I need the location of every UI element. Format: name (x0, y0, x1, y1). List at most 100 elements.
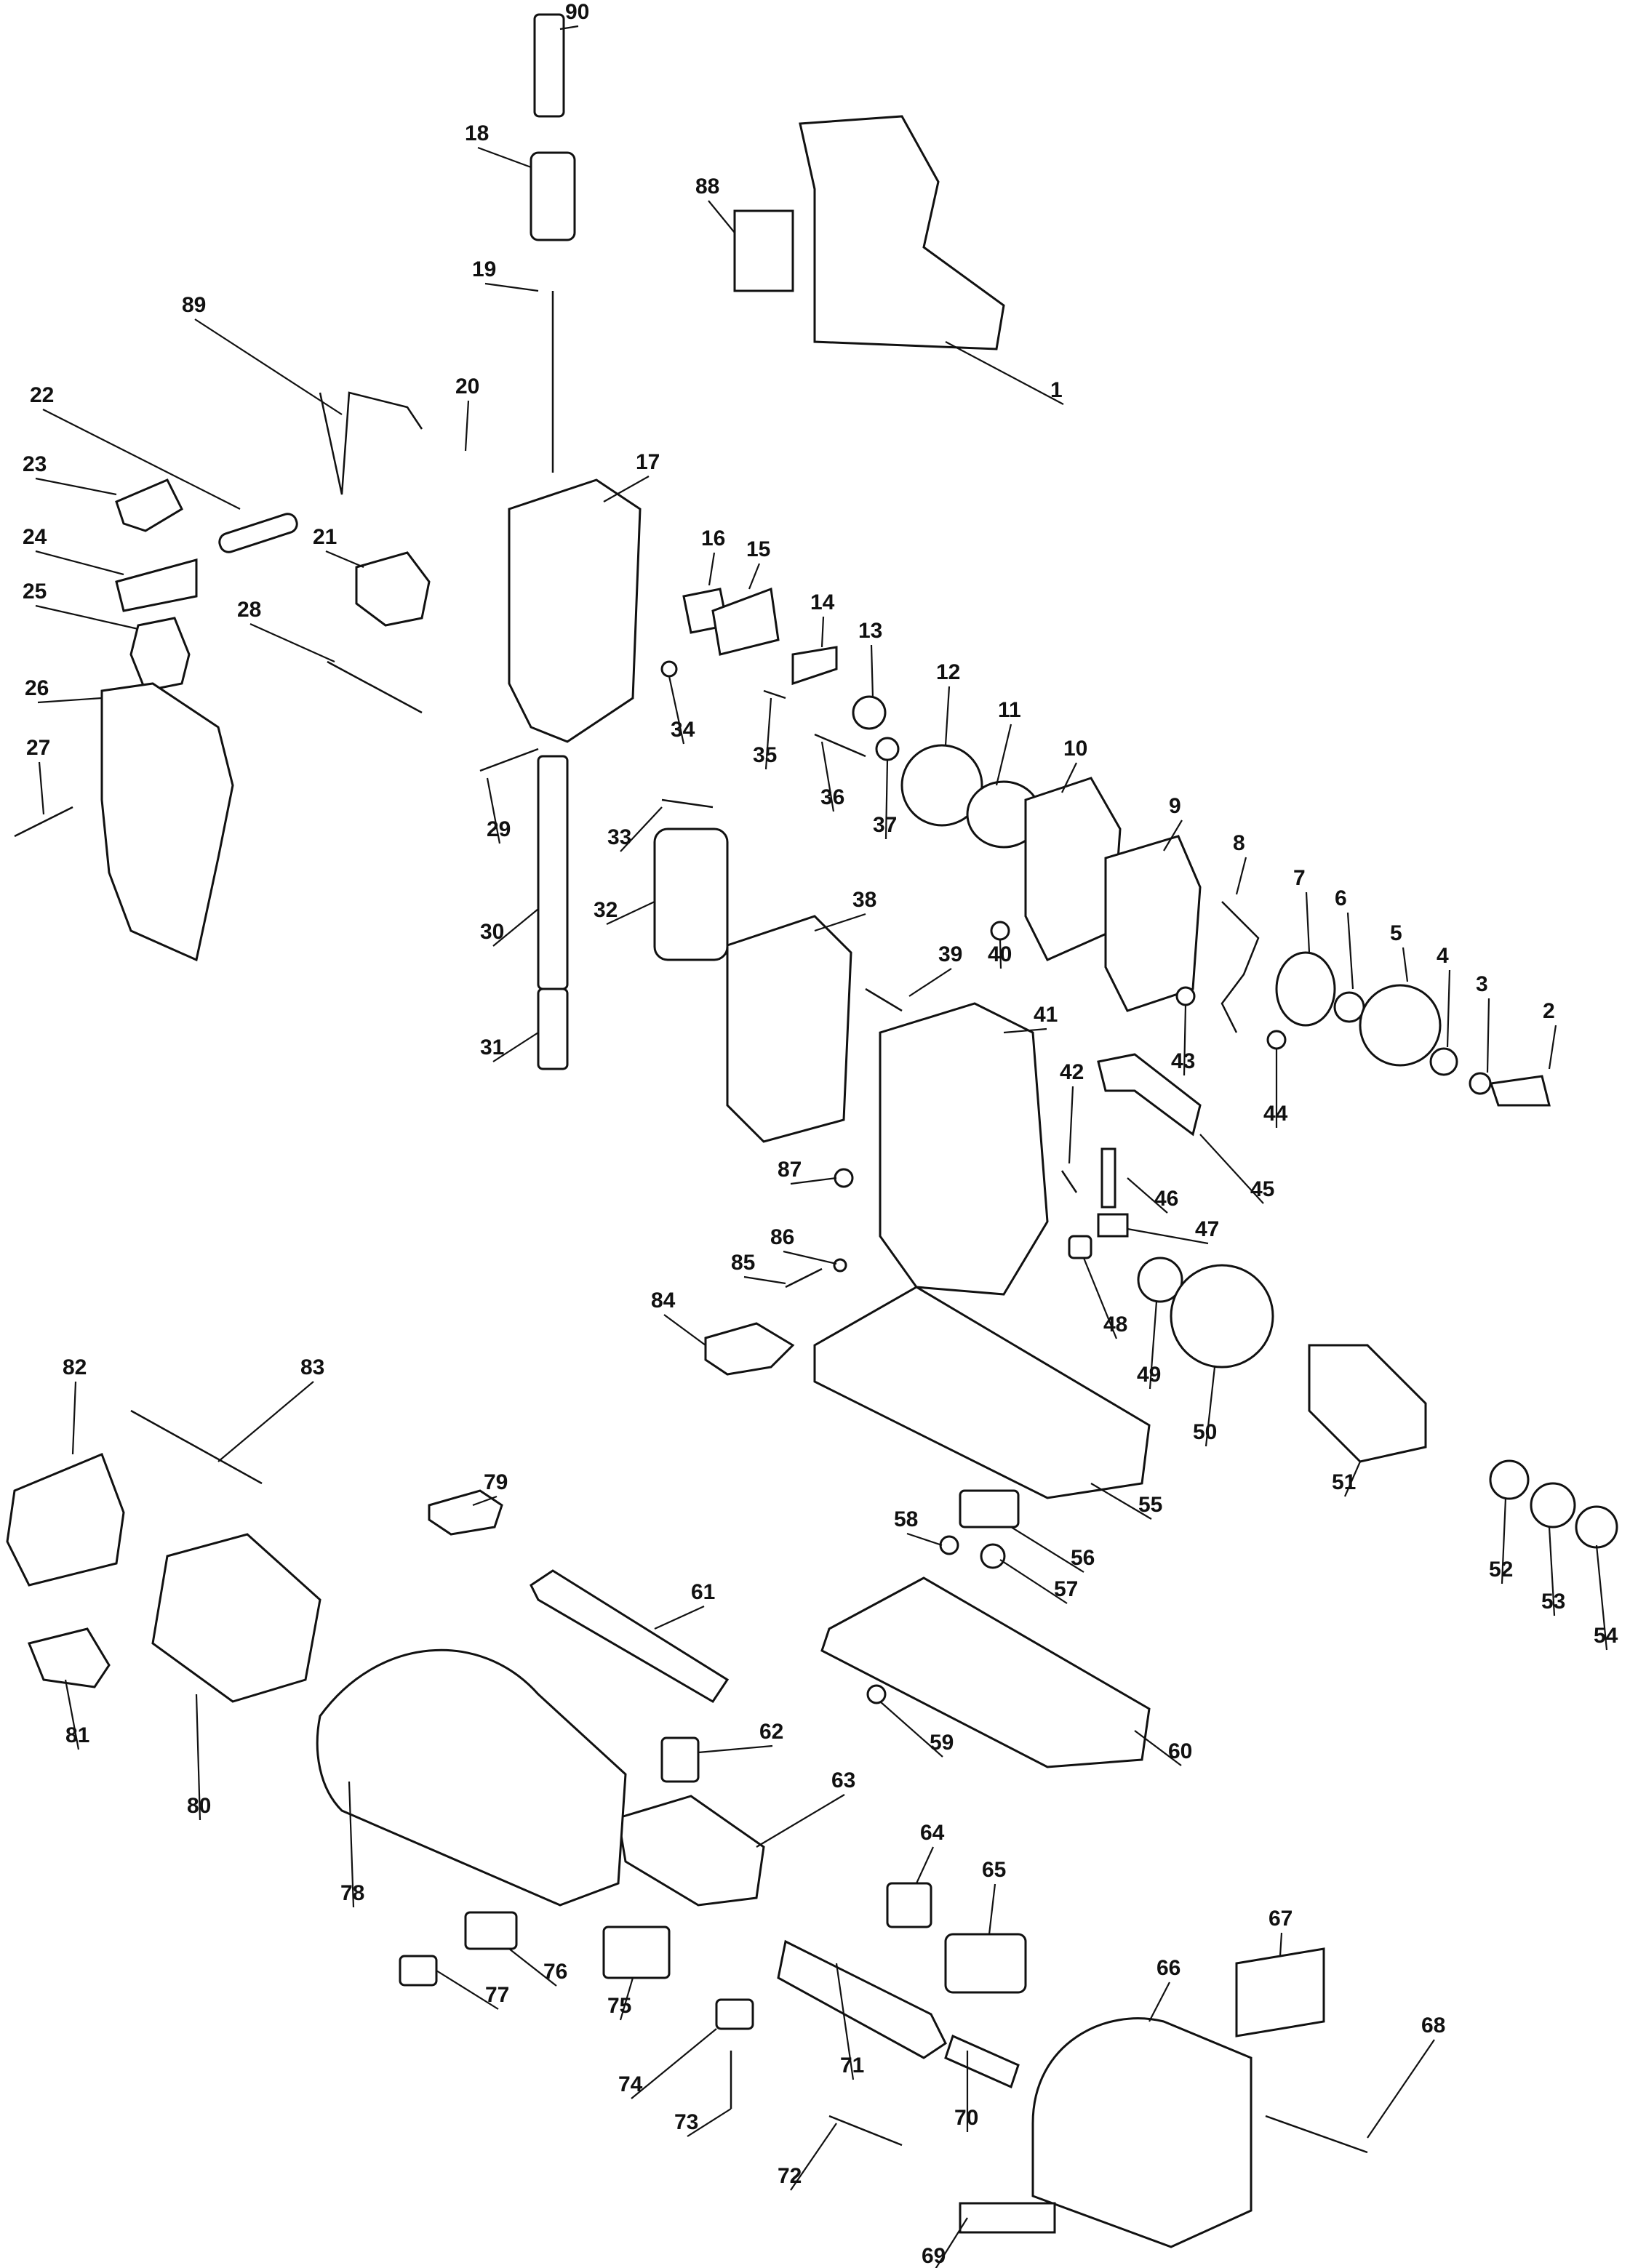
leader-line-77 (436, 1970, 499, 2010)
leader-line-58 (906, 1532, 943, 1547)
callout-44: 44 (1263, 1102, 1288, 1126)
part-58-screw (939, 1535, 959, 1555)
callout-66: 66 (1156, 1956, 1181, 1980)
callout-65: 65 (982, 1858, 1007, 1882)
part-26-handle (100, 682, 234, 962)
part-88-label (733, 209, 794, 292)
part-43-washer (1175, 986, 1196, 1006)
callout-85: 85 (731, 1251, 756, 1275)
part-13-bearing (852, 695, 887, 730)
leader-line-84 (663, 1314, 706, 1346)
part-15-guide-plate (711, 587, 780, 656)
callout-64: 64 (920, 1821, 945, 1845)
part-79-button (428, 1489, 503, 1536)
part-39-screw (865, 987, 903, 1012)
part-83-screw (130, 1409, 263, 1485)
callout-52: 52 (1489, 1558, 1514, 1582)
callout-2: 2 (1543, 999, 1555, 1023)
callout-12: 12 (936, 660, 961, 684)
leader-line-20 (464, 400, 470, 452)
part-9-plate (1104, 835, 1202, 1012)
part-53-bearing (1530, 1482, 1576, 1528)
part-55-base (813, 1286, 1151, 1499)
leader-line-28 (249, 622, 335, 663)
part-60-shoe (820, 1576, 1151, 1768)
callout-71: 71 (840, 2053, 865, 2077)
callout-28: 28 (237, 598, 262, 622)
part-48-pin (1068, 1235, 1092, 1259)
part-3-washer (1469, 1072, 1492, 1095)
part-75-capacitor (602, 1926, 671, 1979)
callout-41: 41 (1034, 1003, 1058, 1027)
callout-15: 15 (746, 537, 771, 561)
leader-line-83 (217, 1381, 314, 1462)
callout-33: 33 (607, 825, 632, 849)
leader-line-76 (508, 1948, 557, 1987)
part-2-bolt (1490, 1075, 1551, 1107)
callout-89: 89 (182, 293, 207, 317)
callout-24: 24 (23, 525, 47, 549)
leader-line-4 (1446, 969, 1451, 1048)
callout-54: 54 (1594, 1624, 1618, 1648)
callout-10: 10 (1063, 737, 1088, 761)
callout-35: 35 (753, 743, 778, 767)
part-77-cap (399, 1955, 438, 1987)
callout-5: 5 (1390, 921, 1402, 945)
part-35-screw (763, 689, 786, 700)
part-42-screw (1060, 1170, 1078, 1193)
leader-line-18 (477, 146, 532, 169)
callout-78: 78 (340, 1881, 365, 1905)
leader-line-48 (1082, 1257, 1118, 1339)
callout-70: 70 (954, 2106, 979, 2130)
part-12-gear (900, 744, 983, 827)
part-36-screw (814, 733, 866, 758)
leader-line-17 (603, 476, 650, 502)
callout-23: 23 (23, 452, 47, 476)
callout-30: 30 (480, 920, 505, 944)
callout-83: 83 (300, 1355, 325, 1379)
part-6-bearing (1333, 991, 1365, 1023)
part-90-rod (533, 13, 565, 118)
part-54-cap (1575, 1505, 1618, 1549)
part-27-screw (14, 806, 73, 838)
leader-line-79 (472, 1495, 498, 1507)
leader-line-53 (1548, 1526, 1556, 1616)
part-34-clip (660, 660, 678, 678)
leader-lines (35, 25, 1608, 2268)
callout-69: 69 (922, 2244, 946, 2268)
callout-19: 19 (472, 257, 497, 281)
part-33-spring (661, 798, 714, 809)
callout-8: 8 (1233, 831, 1245, 855)
callout-90: 90 (565, 0, 590, 24)
callout-20: 20 (455, 374, 480, 398)
part-76-brush (464, 1911, 518, 1950)
part-74-clamp (715, 1998, 754, 2030)
leader-line-62 (698, 1744, 773, 1754)
leader-line-14 (820, 616, 825, 648)
part-85-spring (785, 1267, 823, 1289)
part-80-field (151, 1533, 321, 1703)
leader-line-40 (999, 939, 1002, 969)
part-49-bearing (1137, 1257, 1183, 1303)
leader-line-16 (708, 552, 716, 586)
callout-49: 49 (1137, 1363, 1162, 1387)
callout-81: 81 (65, 1723, 90, 1747)
leader-line-23 (35, 477, 117, 496)
part-84-button (704, 1322, 795, 1376)
callout-36: 36 (820, 785, 845, 809)
callout-62: 62 (759, 1720, 784, 1744)
leader-line-21 (325, 550, 364, 569)
part-70-cord (944, 2034, 1020, 2089)
callout-45: 45 (1250, 1177, 1275, 1201)
leader-line-25 (35, 604, 139, 630)
leader-line-63 (756, 1794, 845, 1848)
leader-line-65 (988, 1883, 996, 1935)
leader-line-13 (870, 644, 874, 699)
leader-line-36 (820, 741, 835, 812)
callout-59: 59 (930, 1731, 954, 1755)
callout-13: 13 (858, 619, 883, 643)
callout-76: 76 (543, 1960, 568, 1984)
leader-line-78 (348, 1781, 355, 1908)
leader-line-81 (64, 1679, 80, 1750)
leader-line-67 (1279, 1932, 1283, 1957)
